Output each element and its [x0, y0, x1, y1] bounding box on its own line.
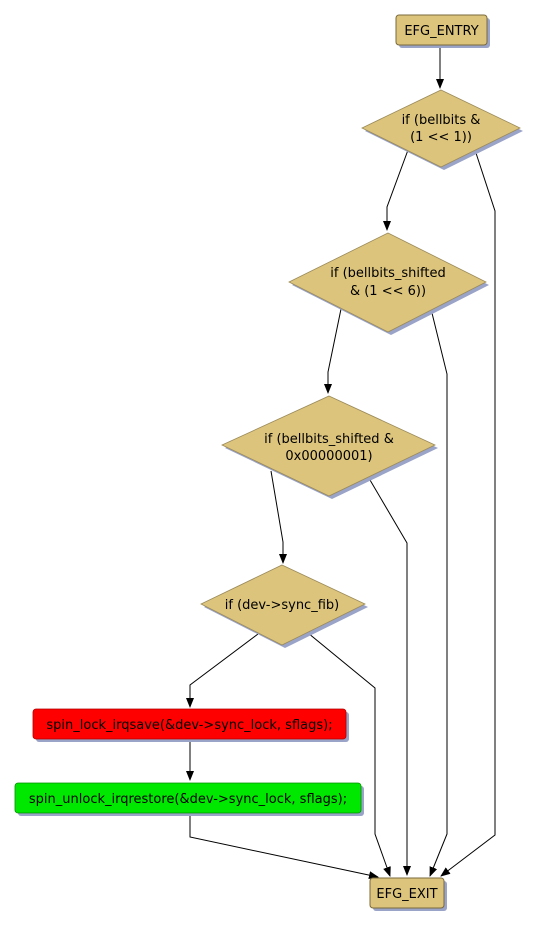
- exit-label: EFG_EXIT: [376, 887, 437, 902]
- edges: [186, 46, 496, 880]
- condition-node-bellbits[interactable]: if (bellbits & (1 << 1)): [361, 89, 523, 170]
- unlock-label: spin_unlock_irqrestore(&dev->sync_lock, …: [29, 792, 347, 807]
- edge-cond3-to-cond4: [270, 470, 287, 564]
- entry-label: EFG_ENTRY: [404, 24, 478, 39]
- condition-node-bellbits-shifted-1[interactable]: if (bellbits_shifted & 0x00000001): [221, 395, 438, 499]
- cond3-line2: 0x00000001): [285, 449, 372, 464]
- entry-node[interactable]: EFG_ENTRY: [395, 14, 490, 48]
- edge-cond2-to-exit: [429, 308, 448, 877]
- cond1-line2: (1 << 1)): [410, 130, 472, 145]
- cond2-line1: if (bellbits_shifted: [330, 266, 445, 281]
- edge-cond2-to-cond3: [324, 308, 342, 394]
- cond4-label: if (dev->sync_fib): [225, 598, 339, 613]
- edge-unlock-to-exit: [189, 814, 379, 880]
- edge-cond4-to-exit: [307, 632, 391, 877]
- edge-cond3-to-exit: [369, 479, 411, 876]
- lock-statement-node[interactable]: spin_lock_irqsave(&dev->sync_lock, sflag…: [32, 708, 349, 742]
- cond1-line1: if (bellbits &: [402, 113, 481, 128]
- edge-cond1-to-cond2: [383, 149, 409, 231]
- edge-cond1-to-exit: [440, 149, 496, 877]
- exit-node[interactable]: EFG_EXIT: [369, 877, 447, 911]
- condition-node-bellbits-shifted-6[interactable]: if (bellbits_shifted & (1 << 6)): [288, 232, 489, 335]
- condition-node-sync-fib[interactable]: if (dev->sync_fib): [200, 564, 368, 648]
- lock-label: spin_lock_irqsave(&dev->sync_lock, sflag…: [46, 718, 332, 733]
- unlock-statement-node[interactable]: spin_unlock_irqrestore(&dev->sync_lock, …: [14, 782, 364, 816]
- edge-cond4-to-lock: [186, 633, 259, 708]
- cond3-line1: if (bellbits_shifted &: [264, 432, 394, 447]
- cond2-line2: & (1 << 6)): [350, 284, 426, 299]
